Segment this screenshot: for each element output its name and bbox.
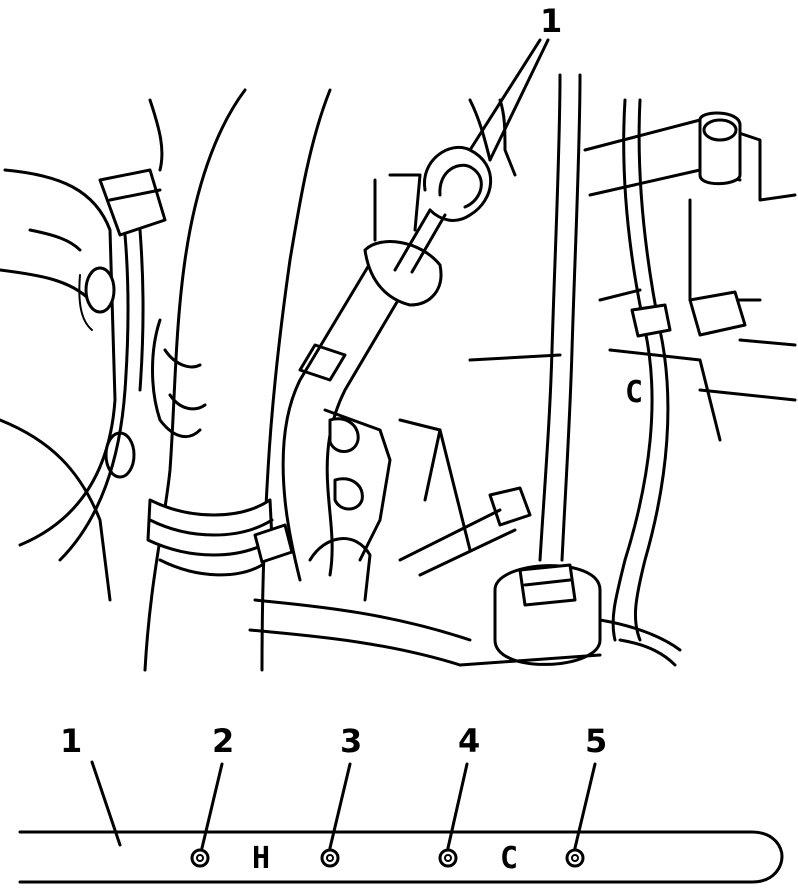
hole-5 (565, 848, 585, 868)
hole-3 (320, 848, 340, 868)
callout-2: 2 (212, 722, 234, 760)
engine-c-marking: C (625, 375, 643, 410)
engine-bay-illustration: C 1 (0, 2, 797, 672)
callout-3: 3 (340, 722, 362, 760)
leader-3 (328, 762, 352, 850)
leader-4 (446, 762, 469, 850)
leader-1 (90, 760, 122, 847)
callout-1: 1 (60, 722, 82, 760)
cold-marking: C (500, 841, 518, 876)
dipstick-gauge-illustration: H C 1 2 3 4 5 (18, 722, 784, 884)
callout-4: 4 (458, 722, 480, 760)
leader-5 (573, 762, 597, 850)
callout-dipstick: 1 (540, 2, 562, 40)
hot-marking: H (252, 841, 270, 876)
callout-5: 5 (585, 722, 607, 760)
leader-2 (200, 762, 224, 850)
hole-2 (190, 848, 210, 868)
dipstick-blade (18, 830, 784, 884)
hole-4 (438, 848, 458, 868)
